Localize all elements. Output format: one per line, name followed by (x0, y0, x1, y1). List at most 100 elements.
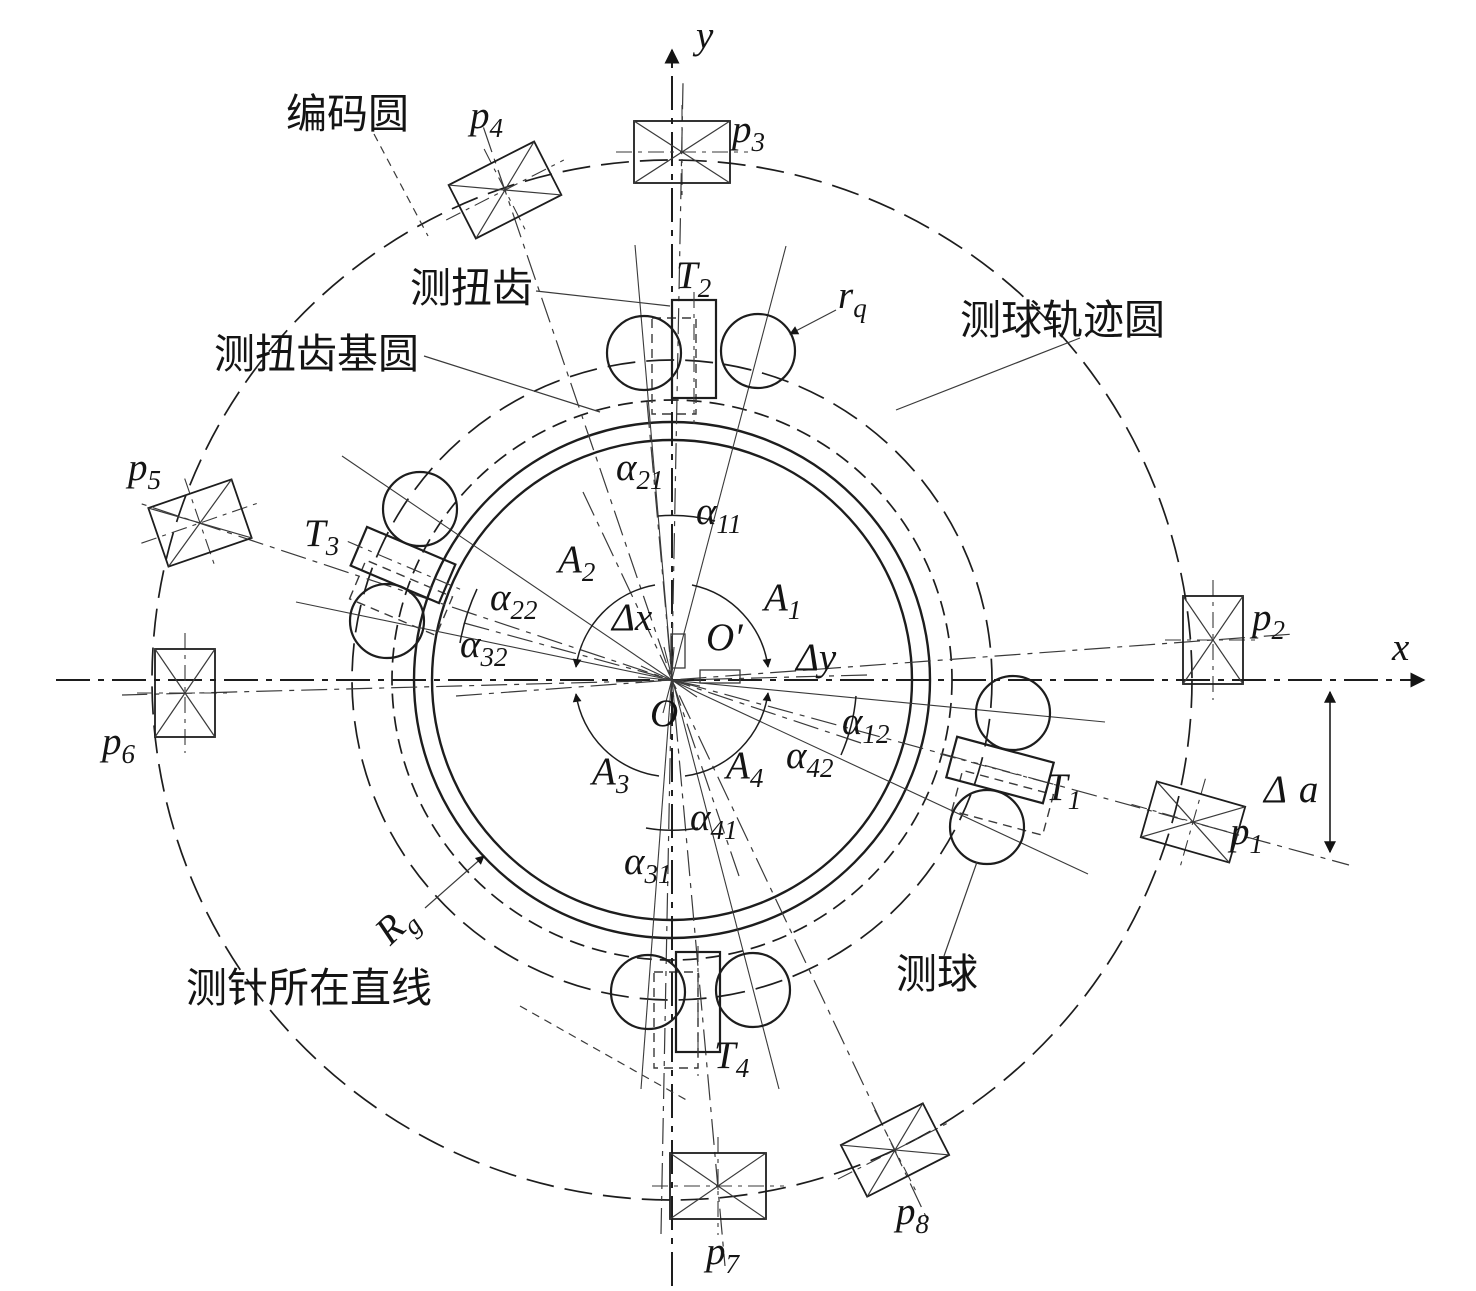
alpha-42-label: α42 (786, 734, 833, 783)
gear-base-circle-outer (412, 420, 932, 940)
probe-p1-rect (1139, 780, 1247, 864)
probe-p6 (137, 633, 233, 753)
alpha-arc-top (657, 514, 716, 522)
delta-y-label: Δy (794, 636, 837, 679)
probe-p7-rect (669, 1152, 767, 1220)
probe-p4 (445, 140, 565, 240)
p3-label: p3 (729, 108, 765, 157)
alpha-arc-left (459, 588, 478, 644)
probe-p2-diag2 (1182, 595, 1244, 685)
radial-line-t4-right (663, 646, 780, 1090)
a4-label: A4 (723, 744, 763, 793)
alpha-11-label: α11 (696, 490, 741, 539)
radial-line-t4-left (640, 646, 675, 1090)
probe-p6-diag2 (154, 648, 216, 738)
ball-t2-left (605, 314, 683, 392)
angle-arc-a2 (572, 584, 656, 668)
alpha-21-label: α21 (616, 446, 663, 495)
p6-label: p6 (99, 720, 136, 769)
tooth-t3-centerline (347, 541, 463, 591)
probe-p7 (652, 1137, 784, 1235)
leader-measuring-ball (943, 861, 978, 957)
alpha-31-label: α31 (624, 840, 671, 889)
leader-encoding-circle (373, 133, 429, 237)
probe-p4-rect (447, 140, 563, 240)
probe-p2 (1165, 580, 1261, 700)
radial-line-t3-upper (341, 455, 698, 698)
probe-p5 (141, 478, 259, 568)
leader-measuring-tooth (535, 290, 671, 307)
p4-label: p4 (467, 94, 503, 143)
probe-p7-diag2 (669, 1152, 767, 1220)
radial-line-t2-right (662, 245, 787, 714)
encoding-circle (151, 159, 1193, 1201)
angle-arc-a4 (684, 692, 772, 777)
ball-t4-left (609, 953, 687, 1031)
radial-line-t1-upper (637, 676, 1106, 723)
measuring-tooth-label: 测扭齿 (410, 265, 533, 311)
leader-tooth-base-circle (423, 355, 601, 413)
ball-t4-right (714, 951, 792, 1029)
probe-p5-rect (147, 478, 253, 568)
angle-arc-a1 (691, 584, 772, 668)
p2-label: p2 (1249, 596, 1285, 645)
p5-label: p5 (125, 446, 161, 495)
gear-base-circle-inner (430, 438, 914, 922)
probe-p8-rect (839, 1102, 951, 1198)
angle-arc-a3 (572, 693, 660, 777)
probe-p3-rect (633, 120, 731, 184)
alpha-arc-right (840, 695, 857, 756)
delta-x-label: Δx (610, 596, 653, 639)
ball-t1-lower (948, 788, 1026, 866)
delta-y-bracket (699, 669, 741, 684)
p8-label: p8 (893, 1190, 930, 1239)
stylus-line-p4 (482, 125, 740, 877)
x-axis-label: x (1391, 626, 1410, 669)
y-axis-label: y (692, 14, 714, 57)
alpha-12-label: α12 (842, 700, 889, 749)
stylus-line-p7 (646, 401, 726, 1267)
probe-p4-diag2 (475, 141, 535, 239)
stylus-line-p2 (455, 633, 1295, 697)
probe-p5-diag2 (168, 479, 232, 567)
ball-t2-right (719, 312, 797, 390)
t2-label: T2 (676, 254, 711, 303)
stylus-line-p6 (121, 674, 868, 696)
alpha-arc-bottom (645, 827, 699, 832)
probe-p8-diag2 (866, 1102, 924, 1198)
rg-label: Rg (366, 896, 428, 958)
rq-arrow (789, 309, 837, 335)
leader-ball-trajectory-circle (895, 337, 1081, 411)
tooth-base-circle (391, 399, 953, 961)
alpha-22-label: α22 (490, 576, 537, 625)
t3-label: T3 (304, 512, 339, 561)
a3-label: A3 (589, 750, 629, 799)
probe-p3 (616, 105, 748, 199)
leader-stylus-line (519, 1005, 691, 1103)
probe-p1 (1131, 778, 1255, 866)
p1-label: p1 (1227, 810, 1263, 859)
tooth-t2-ghost (651, 317, 697, 415)
stylus-line-p3 (660, 82, 684, 1235)
probe-p5-centerline-h (141, 502, 259, 544)
origin-o-prime-label: O′ (706, 616, 743, 659)
tooth-base-circle-label: 测扭齿基圆 (214, 331, 419, 377)
probe-p3-diag2 (633, 120, 731, 184)
probe-p1-diag2 (1140, 806, 1246, 838)
measuring-ball-label: 测球 (896, 951, 978, 997)
delta-x-bracket (670, 633, 686, 669)
p7-label: p7 (703, 1230, 741, 1279)
radial-line-t1-lower (640, 665, 1089, 875)
stylus-line-p5 (138, 502, 862, 744)
probe-p6-rect (154, 648, 216, 738)
stylus-line-p1 (463, 622, 1350, 866)
ball-trajectory-circle-label: 测球轨迹圆 (960, 297, 1165, 343)
rq-label: rq (838, 274, 867, 323)
t1-label: T1 (1046, 766, 1081, 815)
a2-label: A2 (555, 538, 595, 587)
rg-arrow (424, 855, 485, 909)
alpha-32-label: α32 (460, 623, 507, 672)
tooth-t1-ghost (950, 769, 1055, 837)
